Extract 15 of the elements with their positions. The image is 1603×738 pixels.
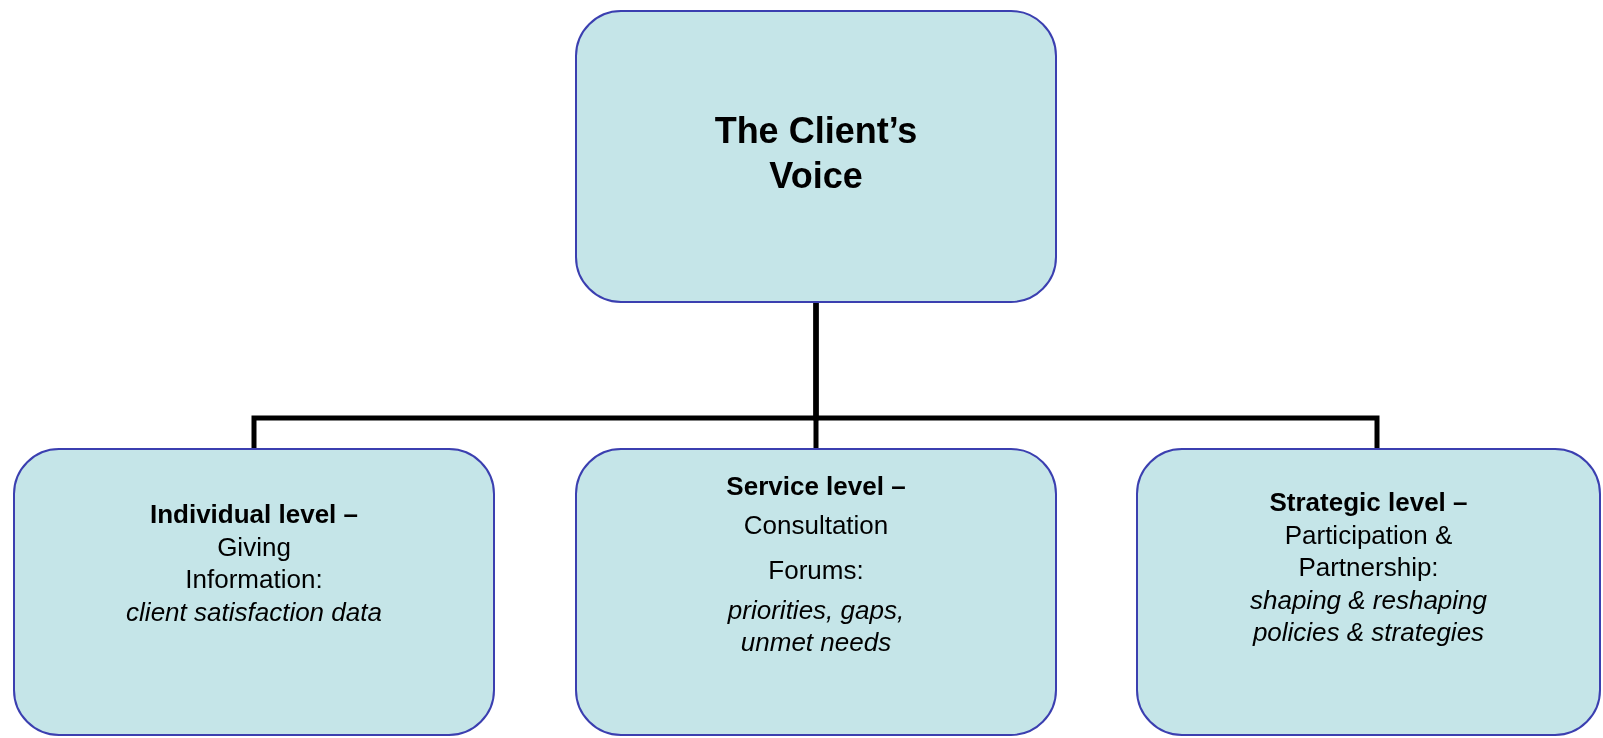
node-title: Service level – bbox=[726, 470, 906, 503]
node-subtitle: Consultation Forums: bbox=[742, 508, 890, 587]
level-box bbox=[1136, 448, 1601, 736]
level-box bbox=[13, 448, 495, 736]
level-box bbox=[575, 448, 1057, 736]
node-description: priorities, gaps, unmet needs bbox=[726, 593, 906, 659]
node-subtitle: Giving Information: bbox=[184, 530, 324, 596]
node-description: client satisfaction data bbox=[126, 595, 382, 628]
node-title: Individual level – bbox=[149, 498, 359, 531]
title-text: The Client’s Voice bbox=[713, 109, 919, 198]
node-description: shaping & reshaping policies & strategies bbox=[1248, 583, 1489, 649]
root-box bbox=[575, 10, 1057, 303]
connector-line bbox=[813, 303, 1380, 448]
node-title: Strategic level – bbox=[1269, 486, 1468, 519]
node-subtitle: Participation & Partnership: bbox=[1283, 518, 1454, 584]
